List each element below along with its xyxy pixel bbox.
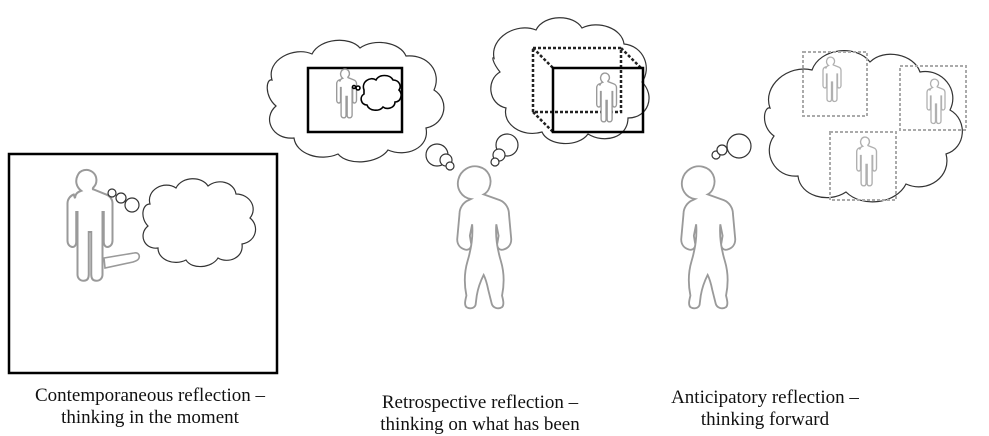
caption-line: Retrospective reflection – (381, 392, 579, 413)
panel-retrospective-past (490, 17, 650, 167)
dotted-past-frame (531, 46, 623, 114)
caption-retrospective: Retrospective reflection – thinking on w… (330, 392, 630, 436)
panel-retrospective (266, 39, 513, 310)
thought-cloud (142, 178, 257, 268)
thought-cloud-past (490, 17, 650, 145)
panel-contemporaneous (7, 152, 279, 375)
thought-bubbles (490, 133, 519, 167)
memory-frame (306, 66, 404, 134)
caption-line: Contemporaneous reflection – (34, 385, 266, 406)
caption-line: Anticipatory reflection – (671, 387, 859, 408)
small-thought-cloud (351, 74, 402, 111)
person-figure-hands-on-hips (680, 165, 737, 310)
thought-bubbles (107, 178, 257, 268)
present-frame (551, 66, 645, 134)
future-frame-1 (802, 51, 868, 117)
caption-contemporaneous: Contemporaneous reflection – thinking in… (0, 385, 300, 429)
panel-anticipatory (680, 50, 967, 310)
caption-anticipatory: Anticipatory reflection – thinking forwa… (630, 387, 900, 431)
caption-line: thinking on what has been (380, 414, 580, 435)
caption-line: thinking in the moment (61, 407, 239, 428)
future-frame-2 (899, 65, 967, 131)
thought-bubbles (425, 143, 455, 171)
pointing-arm (103, 252, 141, 269)
person-figure-hands-on-hips (456, 165, 513, 310)
caption-line: thinking forward (700, 409, 830, 430)
future-frame-3 (829, 131, 897, 201)
thought-cloud-future (763, 50, 963, 203)
thought-bubbles (711, 133, 752, 160)
panel-frame (7, 152, 279, 375)
